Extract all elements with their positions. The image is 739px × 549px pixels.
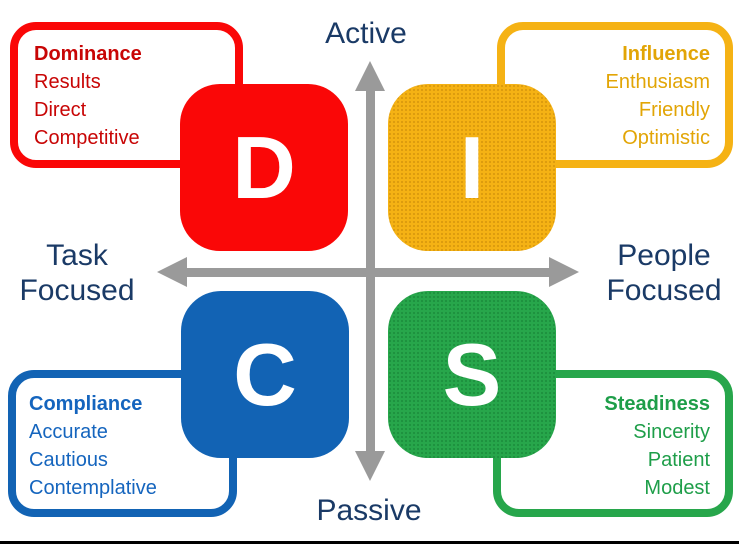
quadrant-letter-c: C	[233, 324, 297, 424]
arrow-head-right-icon	[549, 257, 579, 287]
callout-title-compliance: Compliance	[29, 393, 143, 415]
trait-item: Direct	[34, 99, 87, 121]
arrow-head-up-icon	[355, 61, 385, 91]
trait-item: Modest	[644, 477, 710, 499]
axis-label-task-focused: Task Focused	[7, 238, 147, 308]
arrow-head-down-icon	[355, 451, 385, 481]
bottom-border-line	[0, 541, 739, 544]
axis-label-people-line1: People	[617, 239, 711, 272]
quadrant-square-steadiness: S	[388, 291, 556, 458]
trait-item: Patient	[647, 449, 710, 471]
arrow-head-left-icon	[157, 257, 187, 287]
axis-label-task-line1: Task	[46, 239, 108, 272]
trait-item: Contemplative	[29, 477, 157, 499]
vertical-axis-arrow	[366, 90, 375, 452]
axis-label-people-focused: People Focused	[590, 238, 738, 308]
trait-item: Optimistic	[622, 127, 710, 149]
callout-title-steadiness: Steadiness	[604, 393, 710, 415]
quadrant-letter-i: I	[459, 117, 485, 217]
axis-label-task-line2: Focused	[19, 274, 135, 307]
trait-item: Friendly	[638, 99, 710, 121]
trait-item: Accurate	[29, 421, 108, 443]
quadrant-letter-s: S	[442, 324, 502, 424]
trait-item: Competitive	[34, 127, 140, 149]
quadrant-letter-d: D	[232, 117, 296, 217]
trait-item: Cautious	[29, 449, 108, 471]
callout-title-influence: Influence	[622, 43, 710, 65]
trait-item: Sincerity	[633, 421, 710, 443]
trait-item: Enthusiasm	[605, 71, 711, 93]
axis-label-passive: Passive	[316, 494, 422, 527]
callout-title-dominance: Dominance	[34, 43, 142, 65]
axis-label-people-line2: Focused	[606, 274, 722, 307]
trait-item: Results	[34, 71, 101, 93]
axis-label-active: Active	[325, 17, 407, 50]
quadrant-square-dominance: D	[180, 84, 348, 251]
quadrant-square-influence: I	[388, 84, 556, 251]
quadrant-square-compliance: C	[181, 291, 349, 458]
